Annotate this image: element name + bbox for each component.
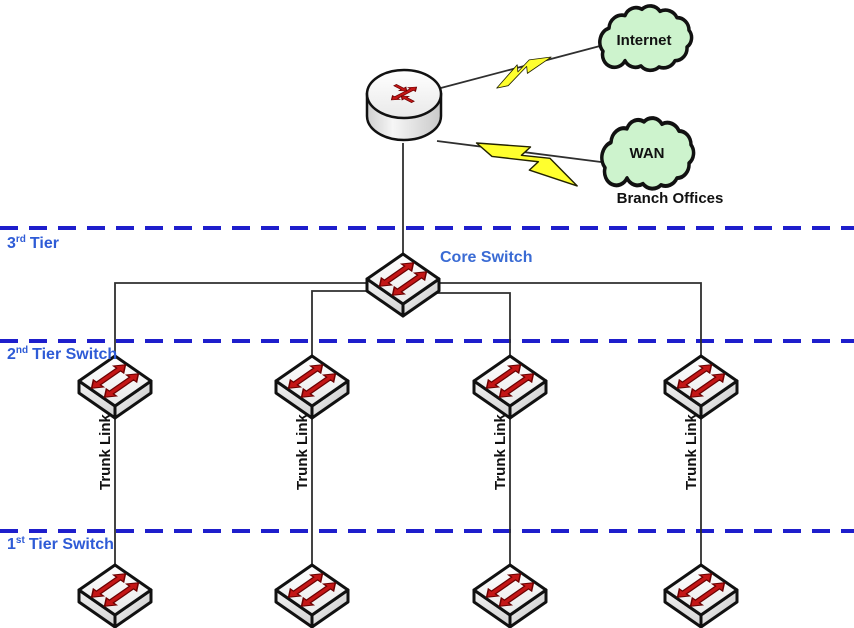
wan-label: WAN xyxy=(630,145,665,162)
trunk-link-label-4: Trunk Link xyxy=(683,414,700,491)
tier2-switch-4-icon xyxy=(663,354,739,420)
branch-offices-label: Branch Offices xyxy=(617,190,724,207)
tier2-switch-1-icon xyxy=(77,354,153,420)
trunk-link-label-3: Trunk Link xyxy=(492,414,509,491)
link-core-switch2 xyxy=(311,290,385,566)
tier2-switch-2-icon xyxy=(274,354,350,420)
tier1-switch-4-icon xyxy=(663,563,739,628)
tier1-switch-1-icon xyxy=(77,563,153,628)
tier1-switch-2-icon xyxy=(274,563,350,628)
lightning-bolt-wan-icon xyxy=(471,135,584,187)
link-router-internet xyxy=(436,45,601,90)
tier1-switch-3-icon xyxy=(472,563,548,628)
trunk-link-label-2: Trunk Link xyxy=(294,414,311,491)
core-switch-label: Core Switch xyxy=(440,249,532,266)
internet-label: Internet xyxy=(616,32,671,49)
router-icon xyxy=(365,68,443,142)
link-core-outer-switches xyxy=(114,282,702,566)
link-core-switch3 xyxy=(425,292,511,566)
core-switch-icon xyxy=(365,252,441,318)
tier2-switch-3-icon xyxy=(472,354,548,420)
trunk-link-label-1: Trunk Link xyxy=(97,414,114,491)
